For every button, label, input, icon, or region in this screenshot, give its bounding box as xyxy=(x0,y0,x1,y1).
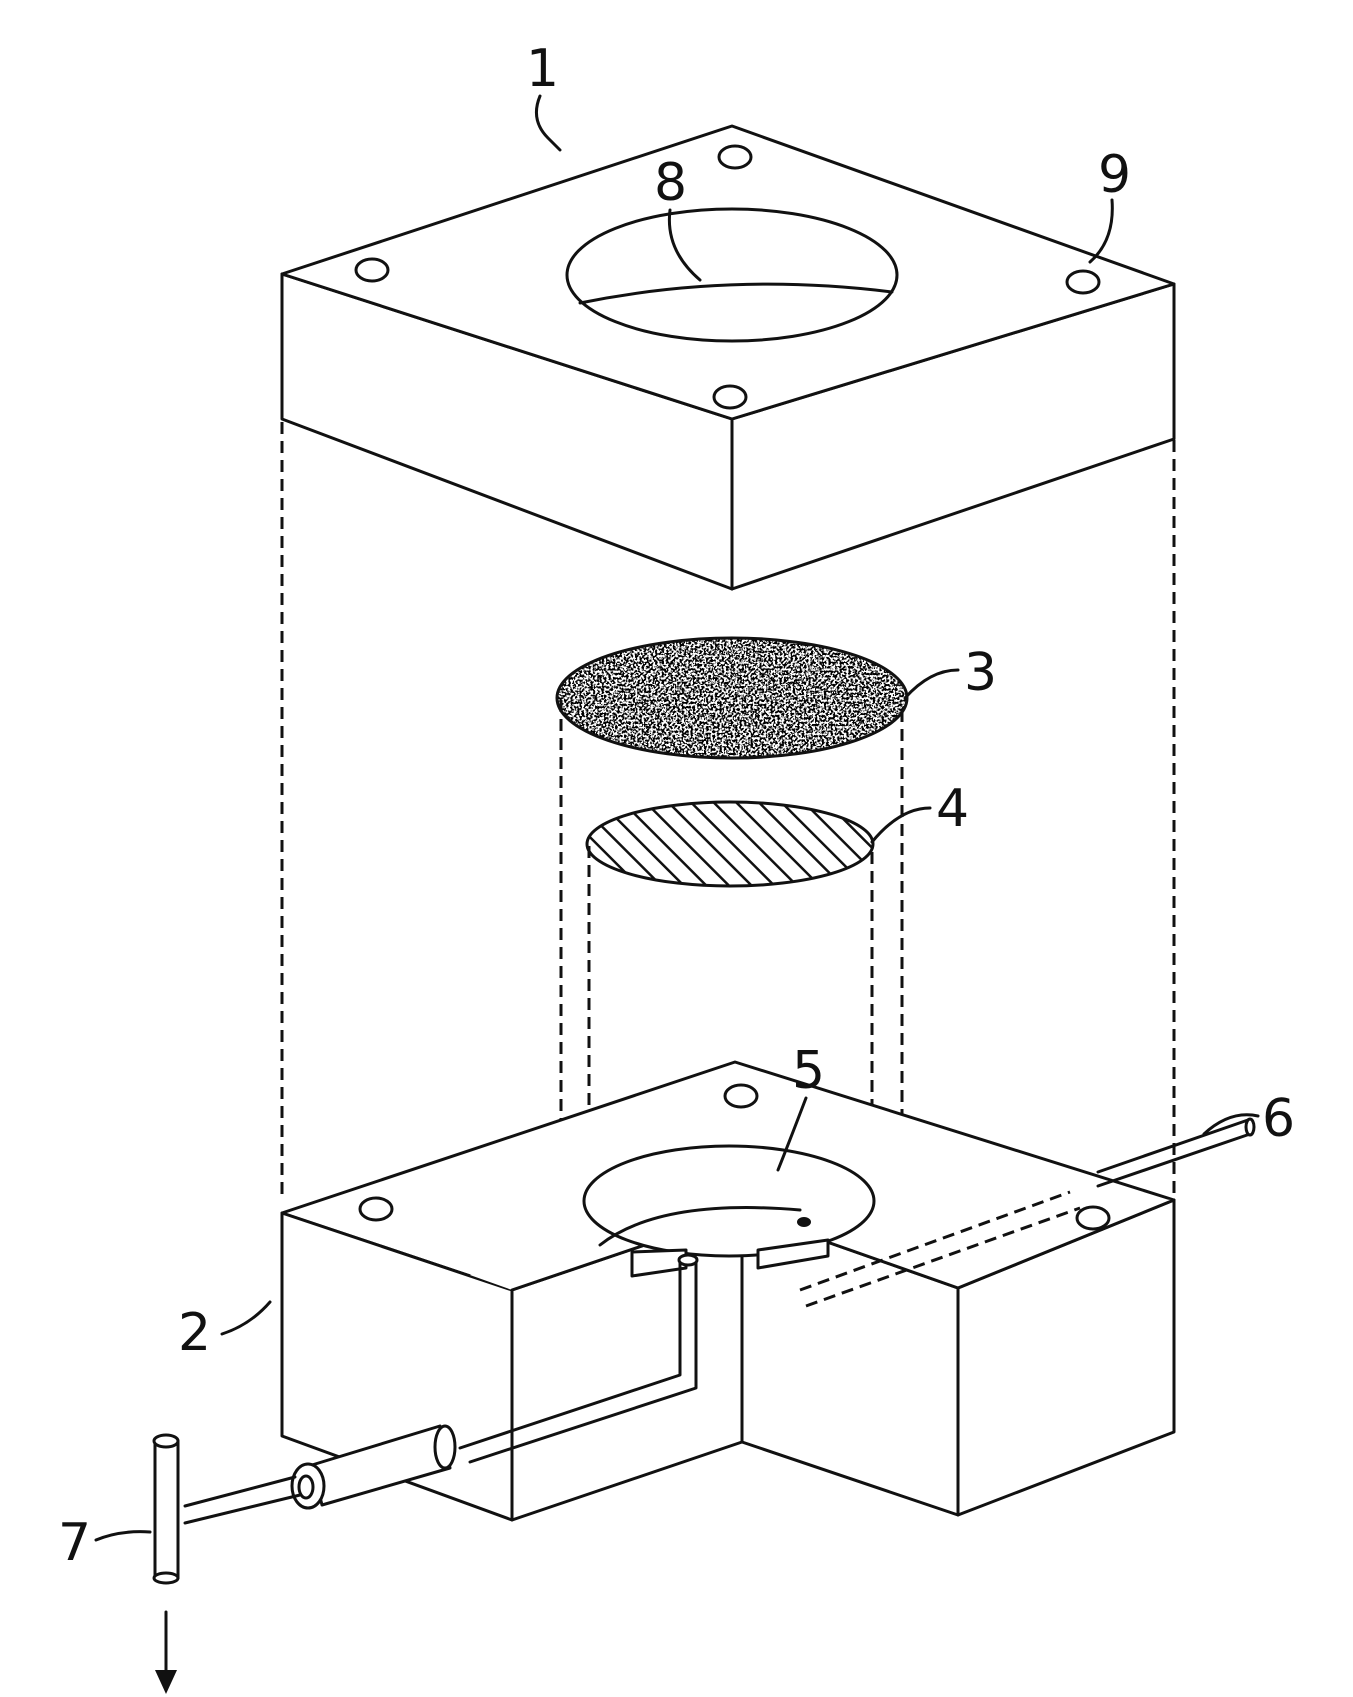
inlet-tube-upper-edge xyxy=(1096,1118,1250,1174)
upper-block xyxy=(280,124,1176,591)
leader-bolt-hole xyxy=(1088,198,1114,264)
label-upper-block: 1 xyxy=(526,39,559,99)
label-top-opening: 8 xyxy=(654,153,687,213)
leader-top-opening xyxy=(667,208,702,282)
outlet-tubing xyxy=(152,1253,699,1694)
top-opening xyxy=(565,207,899,343)
leader-t-connector xyxy=(94,1530,152,1542)
label-bolt-hole: 9 xyxy=(1098,145,1131,205)
bolt-hole xyxy=(354,257,390,283)
leader-lower-block xyxy=(220,1300,272,1336)
leader-recess xyxy=(776,1096,808,1172)
bolt-hole xyxy=(358,1196,394,1222)
recess-outlet-hole xyxy=(797,1217,811,1227)
bolt-hole xyxy=(712,384,748,410)
inlet-channel-hidden-2 xyxy=(805,1206,1081,1308)
outlet-pipe-outer xyxy=(458,1260,682,1450)
leader-inlet-tube xyxy=(1202,1113,1260,1136)
label-membrane-disk: 4 xyxy=(936,779,969,839)
recess-notch-left xyxy=(630,1248,688,1278)
label-recess: 5 xyxy=(792,1041,825,1101)
inlet-tube-lower-edge xyxy=(1096,1132,1252,1188)
inlet-channel-hidden-1 xyxy=(799,1190,1071,1292)
leader-upper-block xyxy=(534,94,562,152)
flow-arrow-head xyxy=(155,1670,177,1694)
label-t-connector: 7 xyxy=(58,1513,91,1573)
bolt-hole xyxy=(1065,269,1101,295)
leader-porous-disk xyxy=(903,668,960,700)
inlet-tube xyxy=(799,1117,1256,1308)
lower-block-step-edges xyxy=(510,1198,1176,1292)
recess xyxy=(582,1144,876,1258)
membrane-disk xyxy=(585,800,875,888)
recess-inner-rim xyxy=(598,1206,802,1247)
label-porous-disk: 3 xyxy=(964,643,997,703)
t-connector-body xyxy=(153,1439,180,1580)
top-opening-inner-edge xyxy=(578,282,894,305)
bolt-hole xyxy=(723,1083,759,1109)
leader-membrane-disk xyxy=(870,806,932,844)
bolt-hole xyxy=(1075,1205,1111,1231)
recess-notch-right xyxy=(756,1238,830,1270)
bolt-hole xyxy=(717,144,753,170)
outlet-pipe-inner xyxy=(468,1260,698,1464)
porous-disk xyxy=(555,636,909,760)
label-inlet-tube: 6 xyxy=(1262,1089,1295,1149)
reference-labels: 1 8 9 3 4 5 6 2 7 xyxy=(58,39,1295,1573)
label-lower-block: 2 xyxy=(178,1303,211,1363)
